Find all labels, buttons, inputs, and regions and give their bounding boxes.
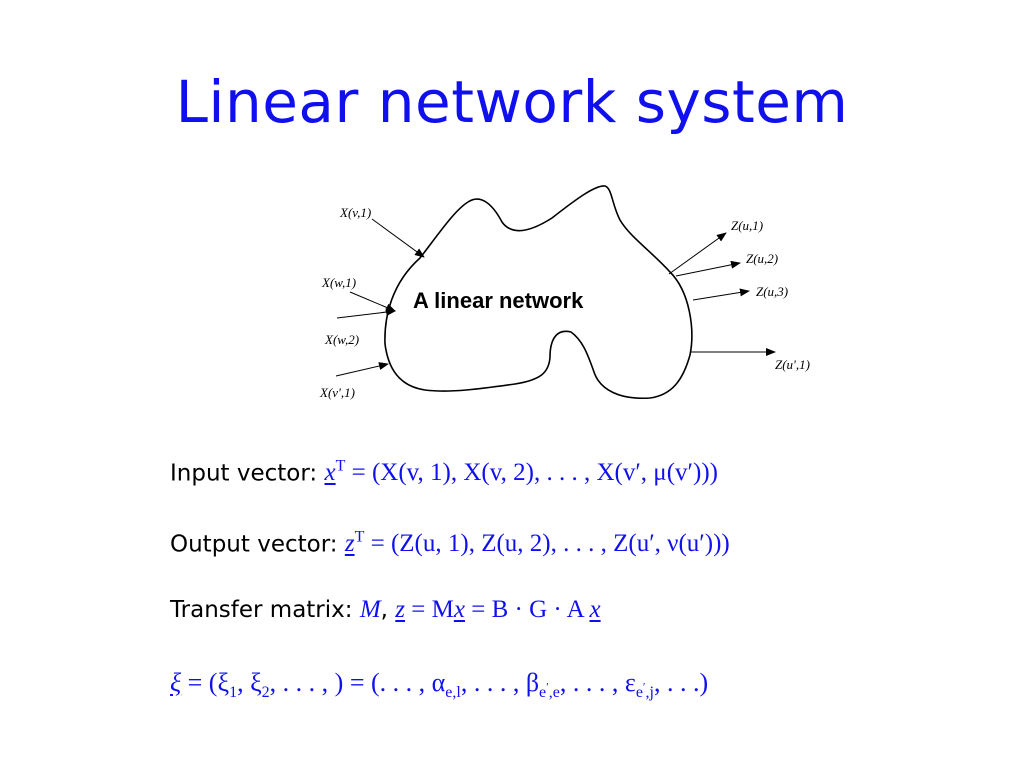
transfer-matrix-label: Transfer matrix:: [170, 597, 360, 623]
input-port-label: X(w,2): [324, 332, 359, 347]
network-diagram: A linear network X(v,1) X(w,1) X(w,2) X(…: [319, 185, 810, 400]
slide-title: Linear network system: [175, 68, 849, 136]
input-vector-equation: Input vector: xT = (X(v, 1), X(v, 2), . …: [170, 450, 718, 490]
input-arrow: [349, 291, 396, 312]
output-vector-label: Output vector:: [170, 531, 345, 558]
input-arrow: [336, 308, 396, 319]
input-port-label: X(v,1): [339, 205, 371, 220]
output-port-label: Z(u,2): [746, 251, 778, 266]
input-vector-formula: xT = (X(v, 1), X(v, 2), . . . , X(v′, μ(…: [324, 458, 718, 487]
input-port-label: X(w,1): [321, 275, 356, 290]
transfer-matrix-equation: Transfer matrix: M, z = Mx = B · G · A x: [170, 596, 601, 623]
transfer-matrix-formula: z = Mx = B · G · A x: [395, 596, 601, 623]
output-vector-formula: zT = (Z(u, 1), Z(u, 2), . . . , Z(u′, ν(…: [344, 529, 730, 558]
blob-label: A linear network: [413, 288, 584, 313]
output-vector-equation: Output vector: zT = (Z(u, 1), Z(u, 2), .…: [170, 521, 730, 561]
output-arrow: [675, 260, 741, 277]
input-arrow: [335, 362, 389, 377]
input-vector-label: Input vector:: [170, 460, 325, 487]
output-arrow: [668, 232, 727, 275]
output-port-label: Z(u',1): [775, 357, 810, 372]
xi-parameter-formula: ξ = (ξ1, ξ2, . . . , ) = (. . . , αe,l, …: [170, 668, 709, 702]
output-arrow: [692, 288, 750, 301]
input-port-label: X(v',1): [319, 385, 355, 400]
input-arrow: [371, 218, 425, 258]
network-blob: [384, 185, 693, 400]
output-port-label: Z(u,1): [731, 218, 763, 233]
xi-parameter-equation: ξ = (ξ1, ξ2, . . . , ) = (. . . , αe,l, …: [170, 666, 708, 710]
output-port-label: Z(u,3): [756, 284, 788, 299]
transfer-matrix-symbol: M: [359, 596, 381, 623]
